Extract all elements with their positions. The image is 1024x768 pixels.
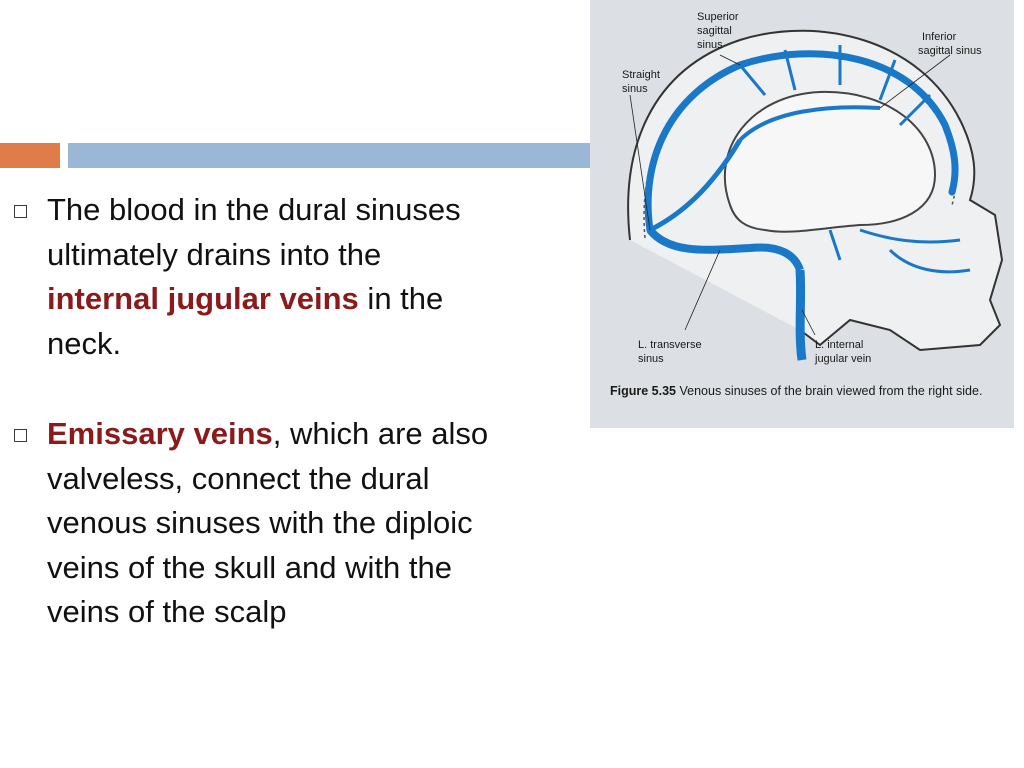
accent-bar-orange [0, 143, 60, 168]
label-superior-sagittal: sagittal [697, 25, 732, 37]
internal-jugular-vein [795, 269, 807, 361]
leader-line [719, 54, 741, 66]
label-transverse-sinus: sinus [638, 353, 664, 365]
label-transverse-sinus: L. transverse [638, 339, 702, 351]
transverse-sinus [646, 227, 804, 272]
accent-bar-blue [68, 143, 593, 168]
bullet-highlight: internal jugular veins [47, 281, 359, 316]
bullet-square-icon [14, 205, 27, 218]
bullet-item: Emissary veins, which are also valveless… [14, 412, 494, 635]
bullet-text-segment: , which are also valveless, connect the … [47, 416, 489, 629]
label-straight-sinus: sinus [622, 83, 648, 95]
bullet-highlight: Emissary veins [47, 416, 273, 451]
cerebral-vein [738, 45, 932, 127]
bullet-text: Emissary veins, which are also valveless… [47, 412, 494, 635]
bullet-text: The blood in the dural sinuses ultimatel… [47, 188, 494, 366]
bullet-list: The blood in the dural sinuses ultimatel… [14, 188, 494, 681]
label-internal-jugular: L. internal [815, 339, 863, 351]
label-inferior-sagittal: Inferior [922, 31, 957, 43]
venous-sinus-illustration: Superior sagittal sinus Inferior sagitta… [622, 11, 1004, 365]
brain-shape [723, 90, 937, 233]
label-superior-sagittal: Superior [697, 11, 739, 23]
bullet-text-segment: in the neck. [47, 281, 444, 361]
leader-line [879, 54, 951, 109]
inferior-sagittal-sinus [738, 105, 881, 142]
bullet-item: The blood in the dural sinuses ultimatel… [14, 188, 494, 366]
leader-line [801, 309, 816, 336]
straight-sinus [648, 138, 743, 233]
bullet-square-icon [14, 429, 27, 442]
label-inferior-sagittal: sagittal sinus [918, 45, 982, 57]
superior-sagittal-sinus [644, 50, 959, 234]
label-internal-jugular: jugular vein [814, 353, 871, 365]
label-superior-sagittal: sinus [697, 39, 723, 51]
facial-vein [828, 228, 971, 274]
label-straight-sinus: Straight [622, 69, 660, 81]
figure-number: Figure 5.35 [610, 384, 676, 398]
leader-line [684, 249, 721, 331]
figure-caption-text: Venous sinuses of the brain viewed from … [679, 384, 983, 398]
anatomy-figure: Superior sagittal sinus Inferior sagitta… [590, 0, 1014, 428]
leader-line [629, 94, 651, 231]
bullet-text-segment: The blood in the dural sinuses ultimatel… [47, 192, 461, 272]
figure-caption: Figure 5.35 Venous sinuses of the brain … [610, 383, 1005, 399]
